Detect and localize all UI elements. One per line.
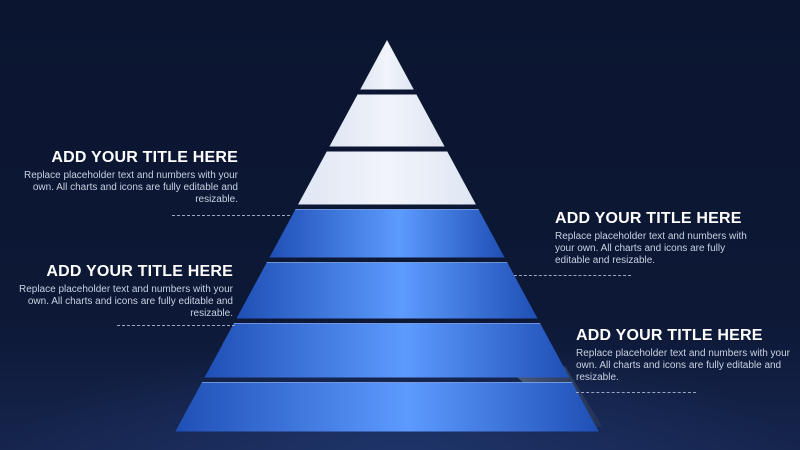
callout-left-upper: ADD YOUR TITLE HERE Replace placeholder … [20,148,238,206]
leader-line-right-lower [576,392,696,393]
pyramid-level-7 [175,382,599,432]
pyramid-level-2 [329,94,445,147]
callout-left-lower: ADD YOUR TITLE HERE Replace placeholder … [15,262,233,320]
callout-title: ADD YOUR TITLE HERE [46,263,233,280]
callout-title: ADD YOUR TITLE HERE [576,327,763,344]
pyramid-level-5 [236,262,538,319]
callout-right-lower: ADD YOUR TITLE HERE Replace placeholder … [576,326,790,384]
callout-right-upper: ADD YOUR TITLE HERE Replace placeholder … [555,209,760,267]
leader-line-left-lower [117,325,235,326]
callout-text: Replace placeholder text and numbers wit… [23,170,238,205]
pyramid-level-6 [204,323,570,378]
pyramid-level-4 [269,209,505,258]
callout-text: Replace placeholder text and numbers wit… [18,284,233,319]
leader-line-right-upper [514,275,631,276]
callout-text: Replace placeholder text and numbers wit… [555,231,747,266]
callout-title: ADD YOUR TITLE HERE [51,149,238,166]
callout-title: ADD YOUR TITLE HERE [555,210,742,227]
callout-text: Replace placeholder text and numbers wit… [576,348,791,383]
pyramid-level-3 [298,151,476,205]
leader-line-left-upper [172,215,290,216]
pyramid-level-1 [360,40,414,90]
